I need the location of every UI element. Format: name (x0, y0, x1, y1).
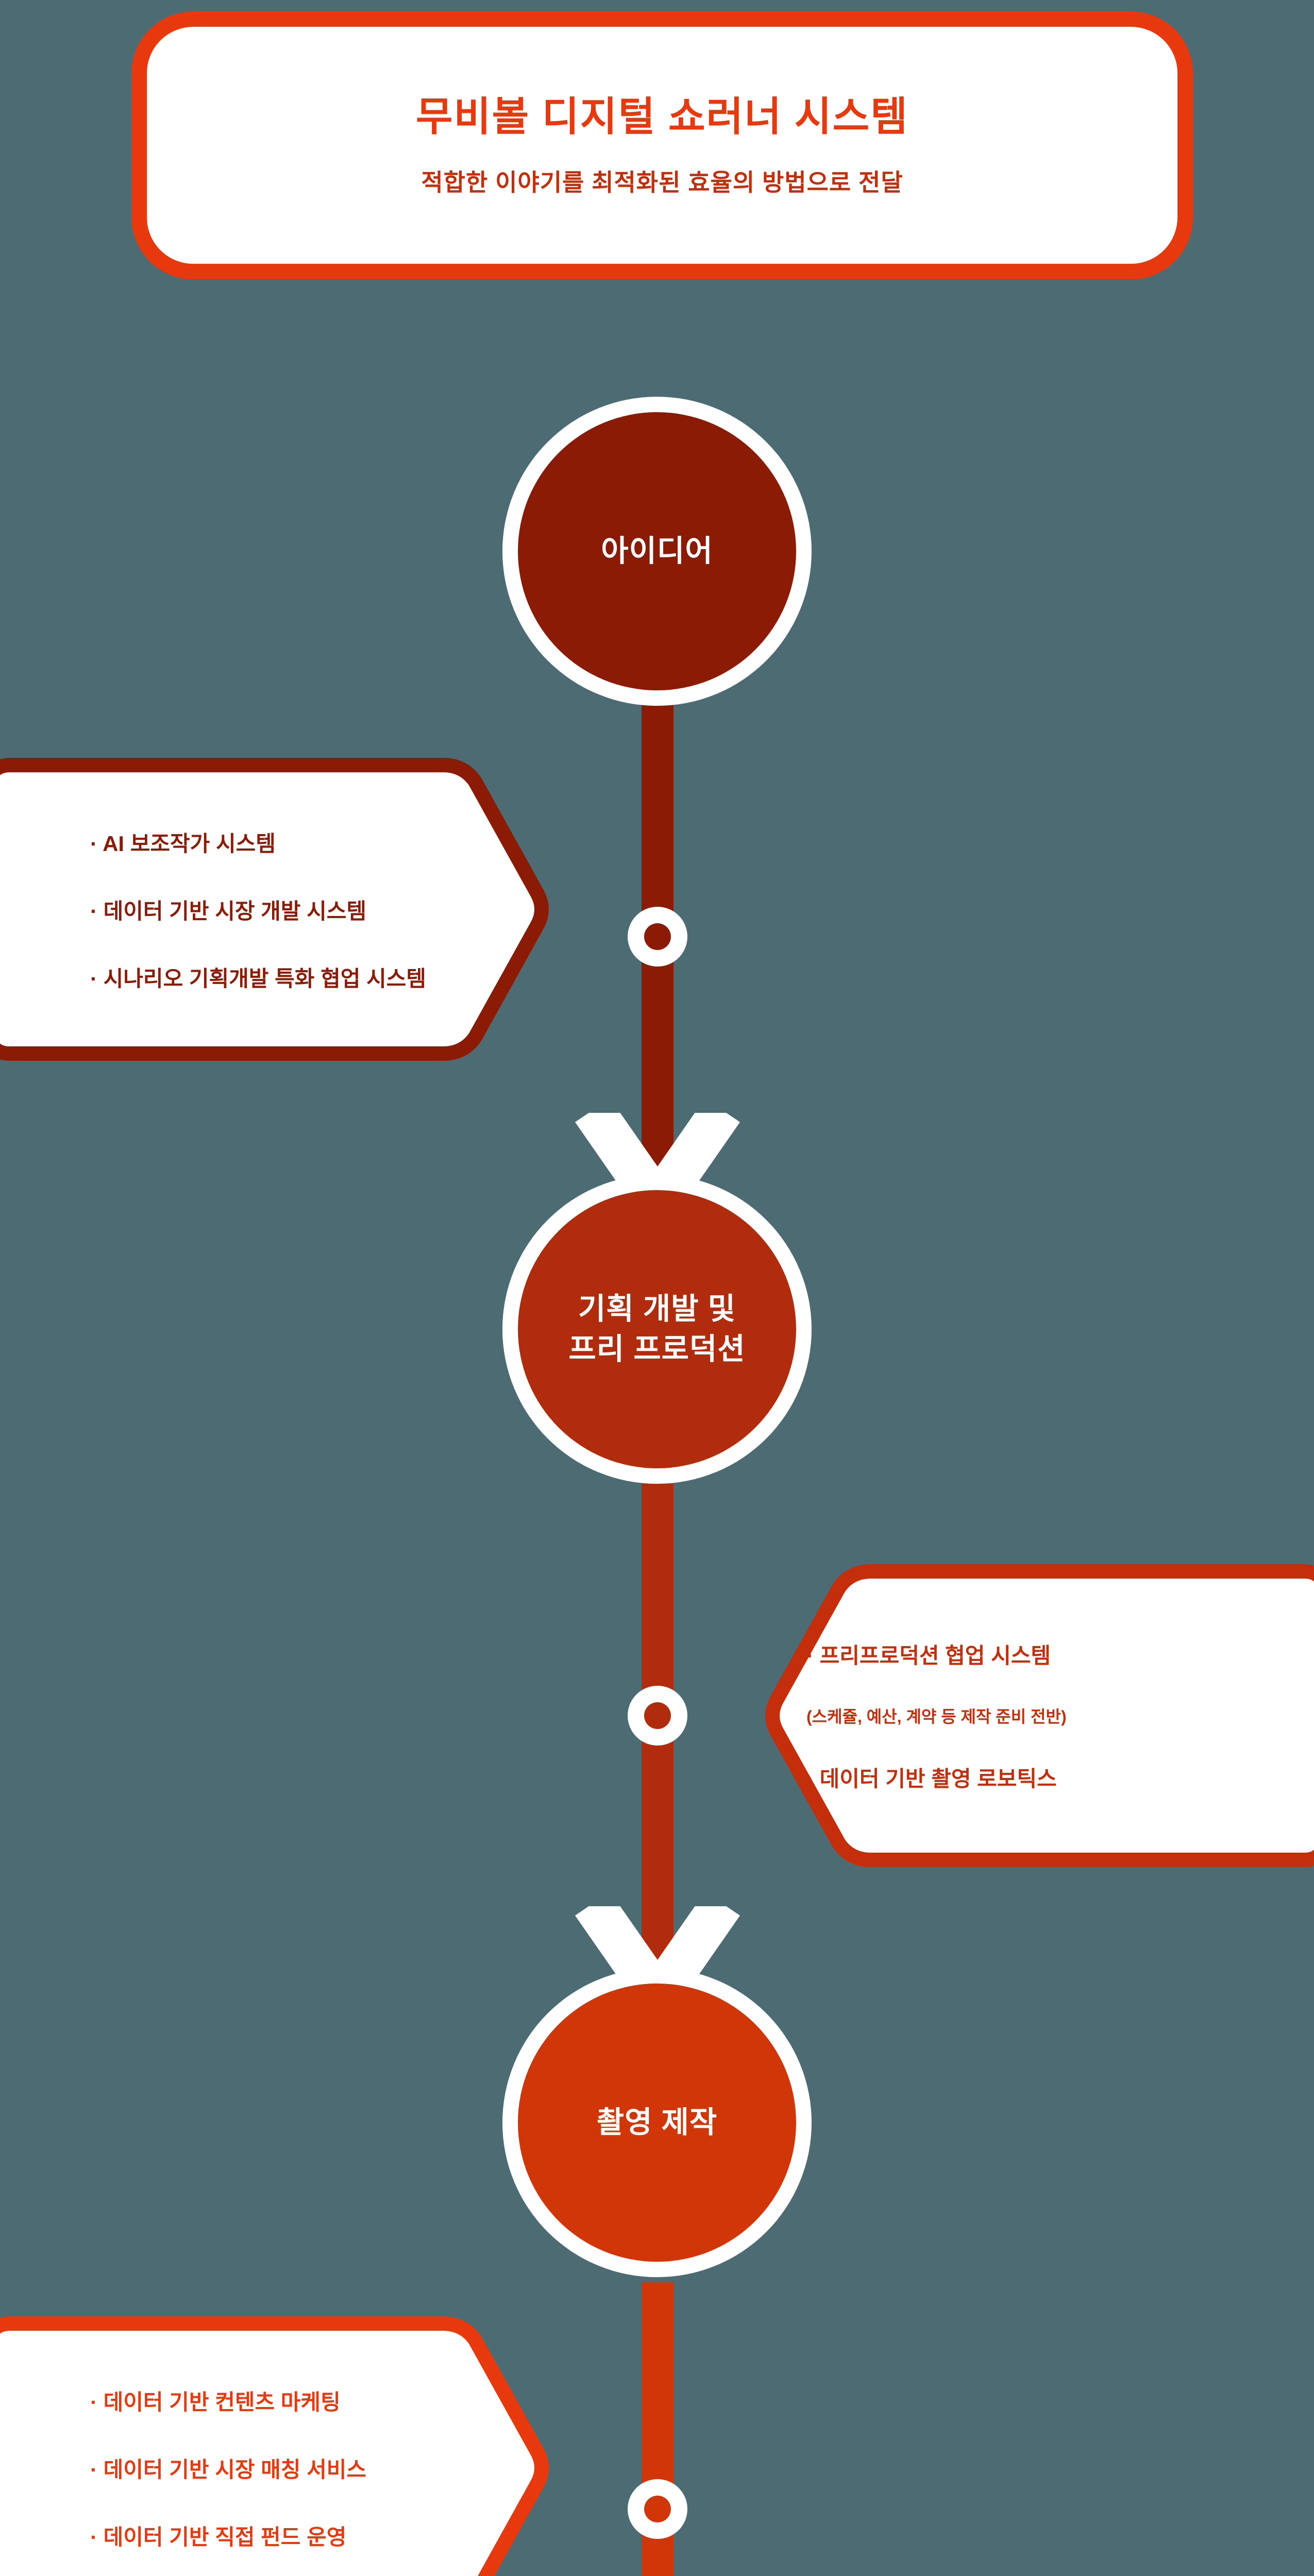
header-title-card: 무비볼 디지털 쇼러너 시스템 적합한 이야기를 최적화된 효율의 방법으로 전… (131, 11, 1193, 279)
callout-distribution-line-2: · 데이터 기반 시장 매칭 서비스 (90, 2457, 367, 2482)
process-node-production-fill: 촬영 제작 (518, 1984, 796, 2262)
callout-distribution-text: · 데이터 기반 컨텐츠 마케팅 · 데이터 기반 시장 매칭 서비스 · 데이… (0, 2308, 557, 2576)
callout-preproduction[interactable]: · 프리프로덕션 협업 시스템 (스케쥴, 예산, 계약 등 제작 준비 전반)… (757, 1556, 1314, 1875)
callout-idea-line-2: · 데이터 기반 시장 개발 시스템 (90, 899, 367, 923)
callout-idea[interactable]: · AI 보조작가 시스템 · 데이터 기반 시장 개발 시스템 · 시나리오 … (0, 750, 557, 1069)
process-node-production-label: 촬영 제작 (596, 2105, 718, 2139)
process-node-planning-label: 기획 개발 및 프리 프로덕션 (568, 1292, 746, 1366)
connector-marker-1 (628, 907, 687, 967)
process-node-production[interactable]: 촬영 제작 (502, 1968, 812, 2277)
connector-marker-1-dot (644, 923, 671, 950)
process-node-idea-fill: 아이디어 (518, 412, 796, 690)
callout-idea-line-1: · AI 보조작가 시스템 (90, 831, 276, 856)
process-node-idea-label: 아이디어 (601, 534, 713, 568)
callout-preproduction-text: · 프리프로덕션 협업 시스템 (스케쥴, 예산, 계약 등 제작 준비 전반)… (757, 1556, 1314, 1875)
connector-marker-3 (628, 2479, 687, 2539)
process-node-planning-fill: 기획 개발 및 프리 프로덕션 (518, 1190, 796, 1468)
page-title: 무비볼 디지털 쇼러너 시스템 (415, 94, 909, 140)
process-node-idea[interactable]: 아이디어 (502, 397, 812, 706)
callout-distribution-line-1: · 데이터 기반 컨텐츠 마케팅 (90, 2389, 341, 2414)
callout-preproduction-shape (765, 1564, 1314, 1867)
connector-marker-2-dot (644, 1702, 671, 1729)
callout-preproduction-line-2: (스케쥴, 예산, 계약 등 제작 준비 전반) (806, 1707, 1067, 1726)
callout-distribution-shape (0, 2316, 549, 2576)
callout-idea-line-3: · 시나리오 기획개발 특화 협업 시스템 (90, 966, 426, 991)
callout-idea-text: · AI 보조작가 시스템 · 데이터 기반 시장 개발 시스템 · 시나리오 … (0, 750, 557, 1069)
callout-preproduction-line-3: · 데이터 기반 촬영 로보틱스 (806, 1767, 1057, 1791)
page-subtitle: 적합한 이야기를 최적화된 효율의 방법으로 전달 (421, 168, 903, 196)
process-node-planning[interactable]: 기획 개발 및 프리 프로덕션 (502, 1175, 812, 1484)
callout-distribution-line-3: · 데이터 기반 직접 펀드 운영 (90, 2524, 347, 2549)
callout-preproduction-line-1: · 프리프로덕션 협업 시스템 (806, 1643, 1051, 1668)
callout-idea-shape (0, 758, 549, 1061)
callout-distribution[interactable]: · 데이터 기반 컨텐츠 마케팅 · 데이터 기반 시장 매칭 서비스 · 데이… (0, 2308, 557, 2576)
connector-marker-3-dot (644, 2496, 671, 2522)
connector-marker-2 (628, 1686, 687, 1745)
